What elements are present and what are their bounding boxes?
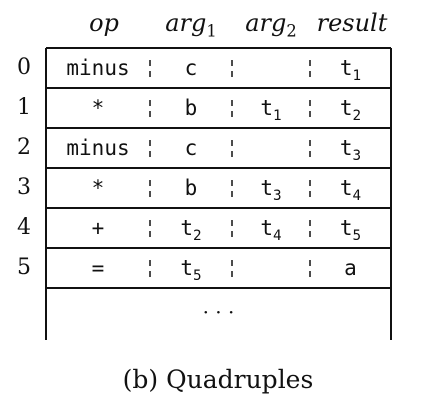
header-arg2: arg2 bbox=[232, 6, 310, 40]
cell-result-text: a bbox=[344, 256, 357, 280]
figure-caption-text: (b) Quadruples bbox=[122, 365, 314, 394]
cell-result: a bbox=[310, 248, 391, 288]
cell-arg1-subscript: 2 bbox=[193, 227, 202, 244]
cell-arg2 bbox=[232, 128, 310, 168]
row-index: 2 bbox=[17, 135, 31, 160]
figure-caption: (b) Quadruples bbox=[0, 360, 436, 400]
cell-arg2-subscript: 4 bbox=[273, 227, 282, 244]
cell-op-text: = bbox=[91, 256, 105, 280]
cell-arg1-text: b bbox=[184, 96, 198, 120]
cell-result-subscript: 2 bbox=[352, 107, 362, 124]
cell-arg2-text: t bbox=[260, 176, 274, 200]
cell-op-text: minus bbox=[66, 56, 130, 80]
cell-result: t5 bbox=[310, 208, 391, 248]
cell-result-text: t bbox=[339, 96, 353, 120]
cell-op: + bbox=[46, 208, 150, 248]
cell-op: minus bbox=[46, 48, 150, 88]
cell-arg1-text: c bbox=[184, 56, 198, 80]
cell-arg1: t2 bbox=[150, 208, 232, 248]
cell-op-text: + bbox=[91, 216, 105, 240]
cell-arg1: b bbox=[150, 168, 232, 208]
cell-arg1-text: t bbox=[180, 216, 194, 240]
cell-arg2 bbox=[232, 48, 310, 88]
cell-op: * bbox=[46, 88, 150, 128]
cell-arg2-subscript: 3 bbox=[273, 187, 282, 204]
row-index: 3 bbox=[17, 175, 31, 200]
row-index: 1 bbox=[17, 95, 31, 120]
cell-op: = bbox=[46, 248, 150, 288]
ellipsis: · · · bbox=[46, 292, 391, 332]
cell-arg1-subscript: 5 bbox=[193, 267, 202, 284]
header-arg1-text: arg bbox=[165, 9, 207, 37]
cell-result-subscript: 4 bbox=[352, 187, 362, 204]
cell-result: t1 bbox=[310, 48, 391, 88]
cell-arg2-subscript: 1 bbox=[273, 107, 282, 124]
cell-result-text: t bbox=[339, 176, 353, 200]
cell-arg2-text: t bbox=[260, 216, 274, 240]
cell-result-subscript: 1 bbox=[352, 67, 362, 84]
row-index: 0 bbox=[17, 55, 31, 80]
header-op-text: op bbox=[89, 9, 119, 37]
cell-op: * bbox=[46, 168, 150, 208]
header-result: result bbox=[310, 6, 394, 40]
cell-arg2: t1 bbox=[232, 88, 310, 128]
row-index: 4 bbox=[17, 215, 31, 240]
cell-arg1: c bbox=[150, 128, 232, 168]
cell-arg2 bbox=[232, 248, 310, 288]
cell-result-text: t bbox=[339, 136, 353, 160]
cell-arg1: c bbox=[150, 48, 232, 88]
header-arg2-subscript: 2 bbox=[286, 21, 297, 41]
cell-result-text: t bbox=[339, 56, 353, 80]
cell-result: t2 bbox=[310, 88, 391, 128]
cell-arg2-text: t bbox=[260, 96, 274, 120]
cell-result-subscript: 5 bbox=[352, 227, 362, 244]
cell-arg1-text: b bbox=[184, 176, 198, 200]
header-arg1: arg1 bbox=[150, 6, 232, 40]
cell-result-subscript: 3 bbox=[352, 147, 362, 164]
cell-arg1-text: t bbox=[180, 256, 194, 280]
ellipsis-text: · · · bbox=[202, 300, 235, 324]
header-arg1-subscript: 1 bbox=[206, 21, 217, 41]
header-result-text: result bbox=[316, 9, 388, 37]
cell-arg2: t3 bbox=[232, 168, 310, 208]
cell-arg1: t5 bbox=[150, 248, 232, 288]
cell-arg2: t4 bbox=[232, 208, 310, 248]
cell-arg1-text: c bbox=[184, 136, 198, 160]
cell-arg1: b bbox=[150, 88, 232, 128]
cell-result: t4 bbox=[310, 168, 391, 208]
cell-result: t3 bbox=[310, 128, 391, 168]
cell-op: minus bbox=[46, 128, 150, 168]
header-op: op bbox=[58, 6, 150, 40]
cell-op-text: * bbox=[91, 176, 105, 200]
cell-result-text: t bbox=[339, 216, 353, 240]
cell-op-text: * bbox=[91, 96, 105, 120]
header-arg2-text: arg bbox=[245, 9, 287, 37]
cell-op-text: minus bbox=[66, 136, 130, 160]
row-index: 5 bbox=[17, 255, 31, 280]
